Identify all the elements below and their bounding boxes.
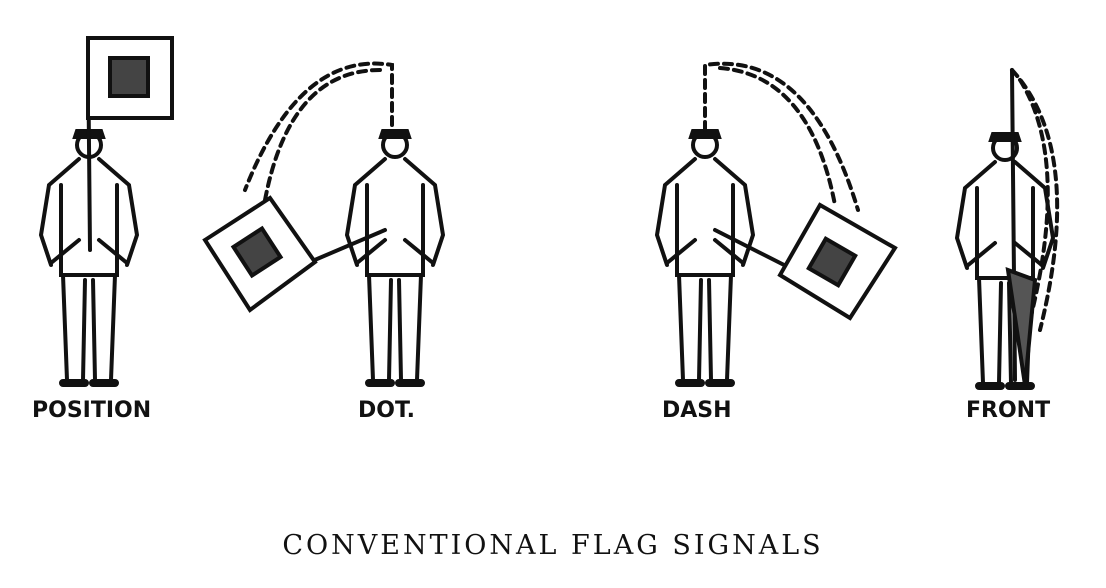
label-dot: DOT. [358,398,415,423]
figure-position [41,36,174,383]
label-dash: DASH [662,398,732,423]
label-position: POSITION [32,398,152,423]
caption: CONVENTIONAL FLAG SIGNALS [282,530,824,561]
figure-front [957,68,1060,386]
figure-dot [202,61,443,383]
figure-dash [657,61,898,383]
label-front: FRONT [966,398,1051,423]
